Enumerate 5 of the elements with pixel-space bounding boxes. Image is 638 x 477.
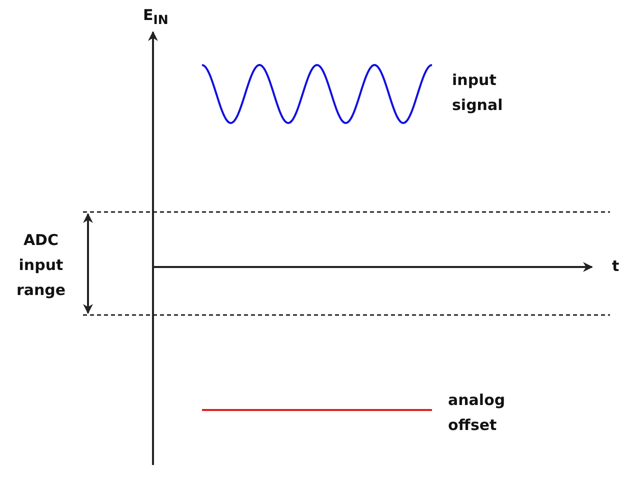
axis-label: E$_{IN}$ — [143, 5, 170, 29]
offset-label: analog offset — [448, 390, 506, 436]
axis-label: t — [612, 256, 620, 277]
range-label: ADC input range — [15, 230, 67, 301]
signal-label: input signal — [452, 70, 504, 116]
